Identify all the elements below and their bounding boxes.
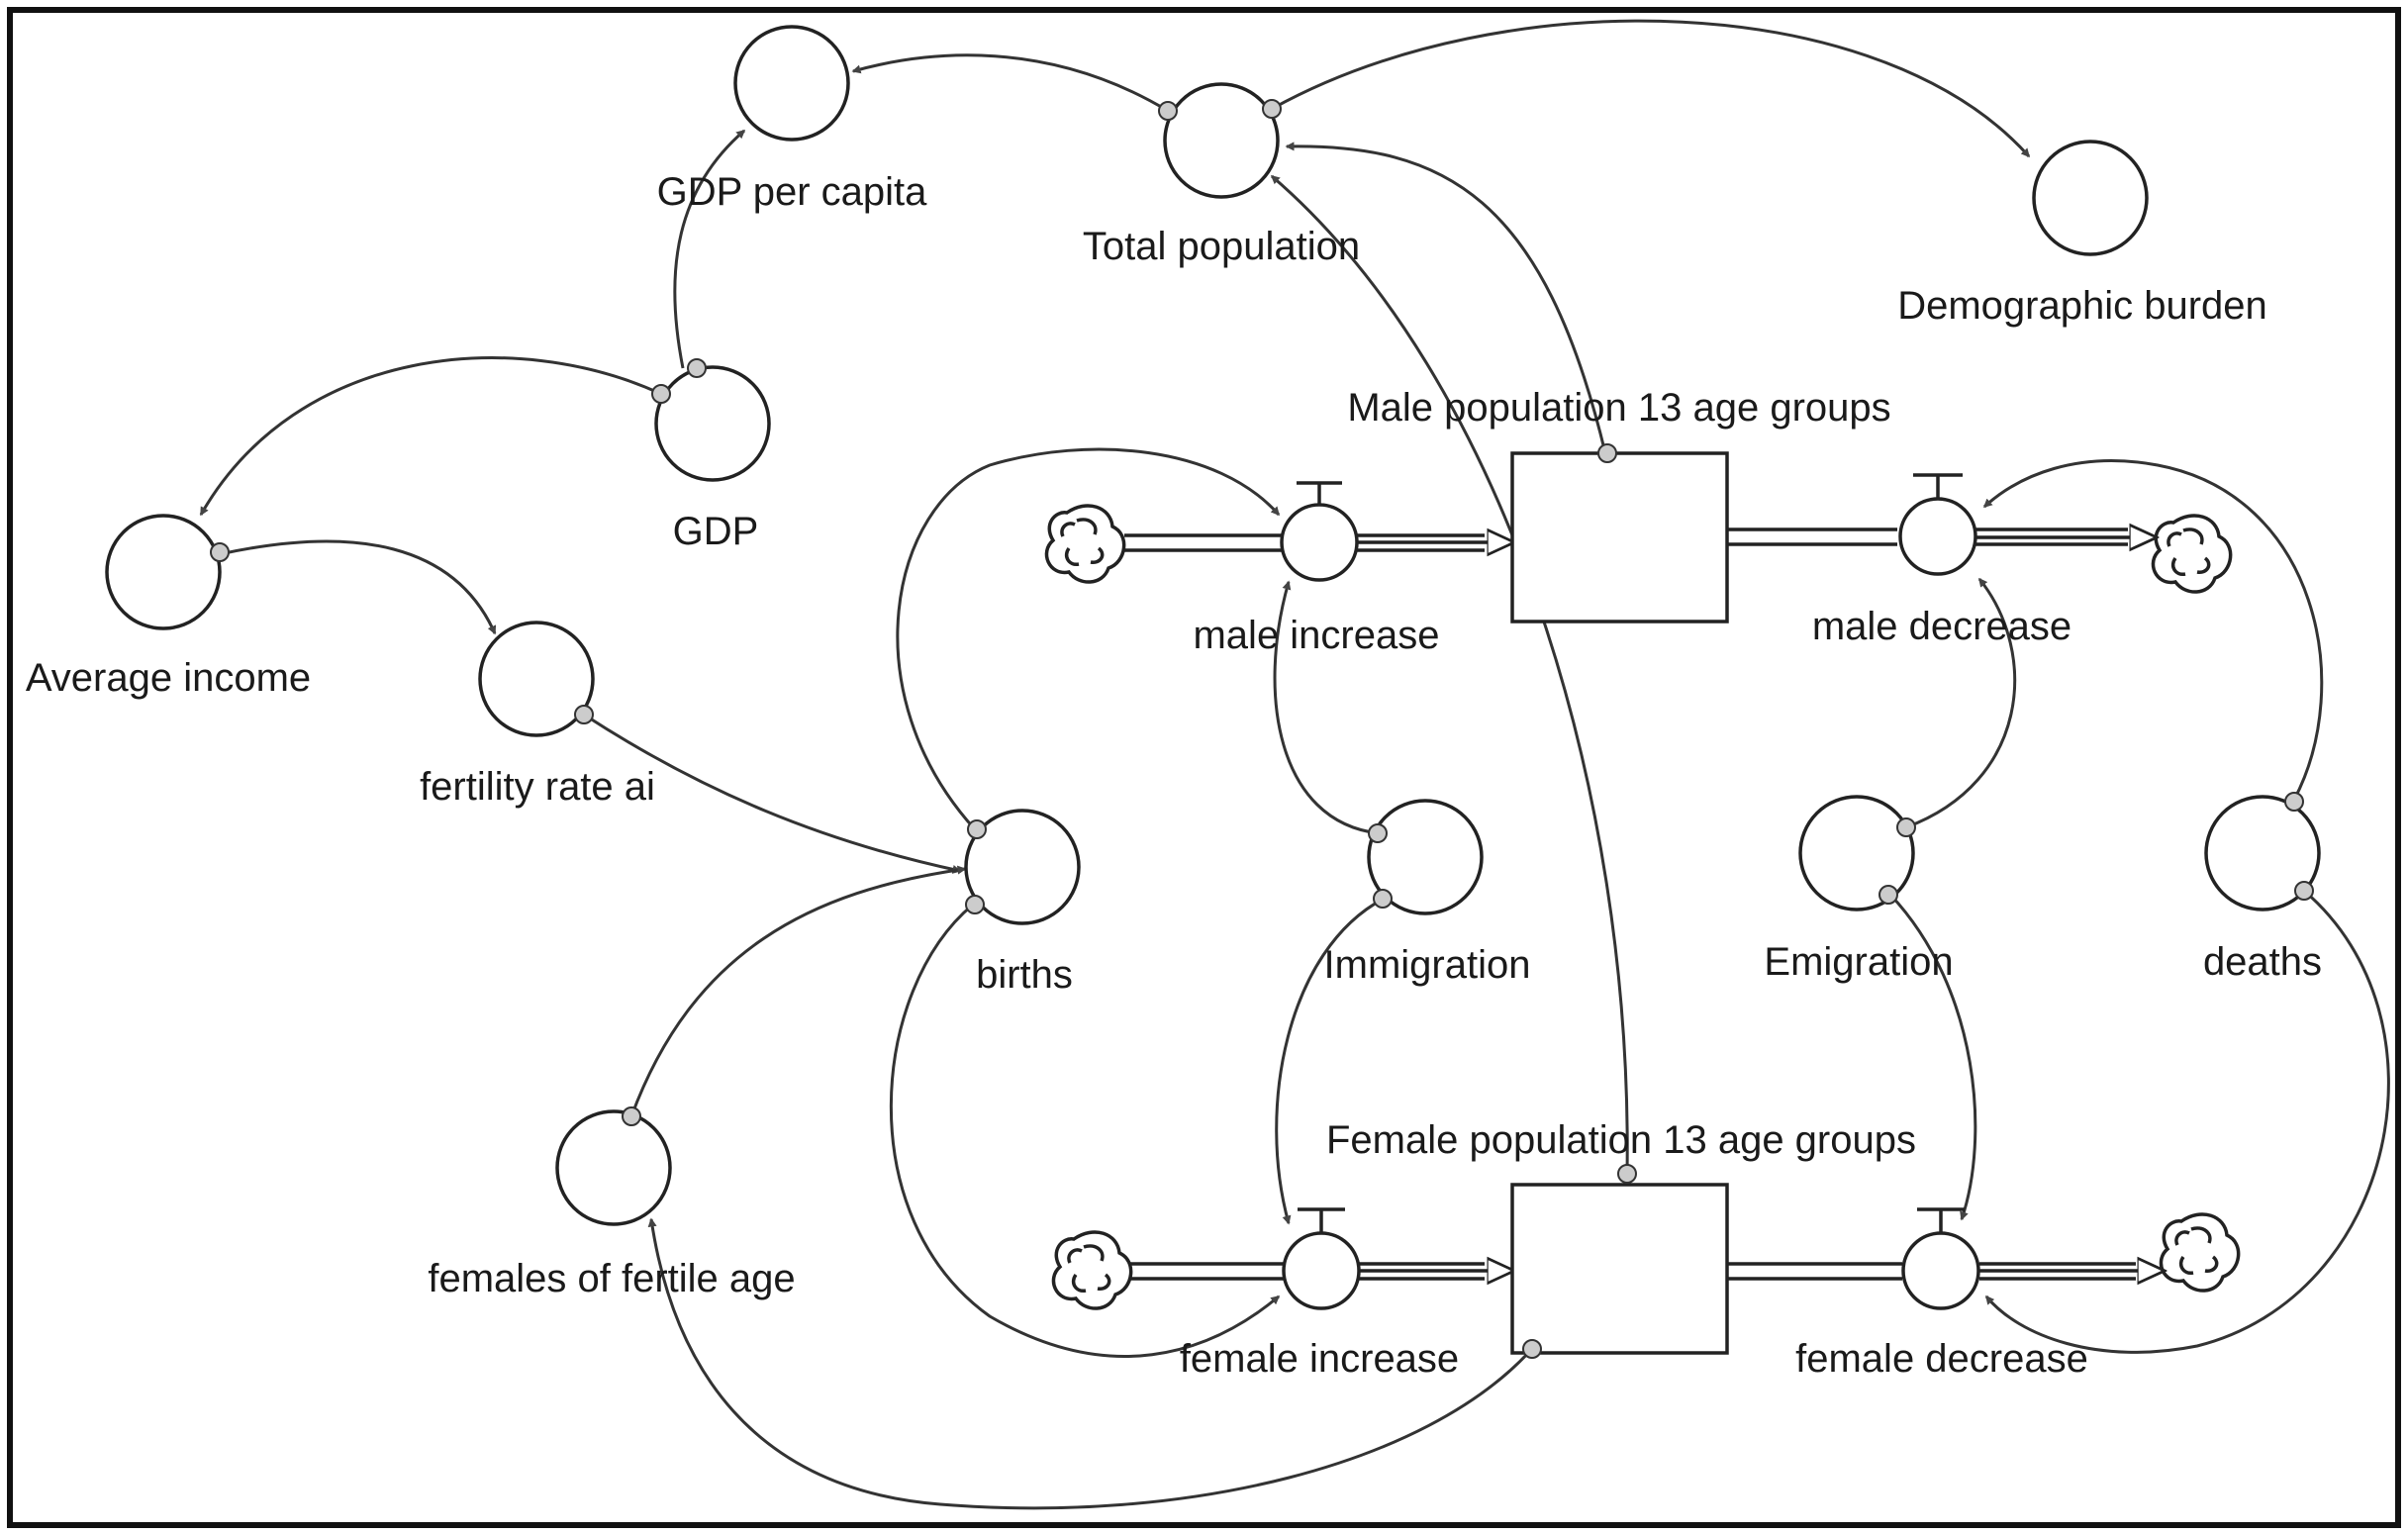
aux-demographic-burden[interactable] xyxy=(2032,140,2149,256)
stock-male-population[interactable] xyxy=(1510,451,1729,624)
link-female-femalesfertile xyxy=(647,1217,1532,1510)
label-male-decrease: male decrease xyxy=(1812,605,2071,648)
aux-immigration[interactable] xyxy=(1367,799,1484,915)
link-females-births xyxy=(629,865,967,1117)
aux-emigration[interactable] xyxy=(1798,795,1915,911)
aux-fertility-rate[interactable] xyxy=(478,621,595,737)
label-emigration: Emigration xyxy=(1764,940,1953,984)
label-gdp-per-capita: GDP per capita xyxy=(657,170,927,214)
pipe-female-inflow-a xyxy=(1130,1262,1284,1281)
valve-female-increase[interactable] xyxy=(1282,1207,1361,1310)
causal-links xyxy=(199,19,2390,1510)
label-fertility-rate: fertility rate ai xyxy=(420,765,655,809)
label-female-population: Female population 13 age groups xyxy=(1326,1118,1916,1162)
pipe-male-outflow-a xyxy=(1727,528,1897,546)
link-emigration-femaledecrease xyxy=(1888,893,1977,1221)
aux-gdp-per-capita[interactable] xyxy=(733,25,850,142)
label-deaths: deaths xyxy=(2203,940,2322,984)
pipe-male-inflow-b2 xyxy=(1356,533,1485,552)
label-gdp: GDP xyxy=(673,510,759,553)
stock-female-population[interactable] xyxy=(1510,1183,1729,1355)
link-emigration-maledecrease xyxy=(1905,577,2017,829)
link-births-maleincrease xyxy=(896,447,1281,831)
label-average-income: Average income xyxy=(26,656,311,700)
link-immigration-femaleincrease xyxy=(1275,897,1385,1225)
link-births-femaleincrease xyxy=(889,903,1281,1358)
link-fertility-births xyxy=(583,713,962,874)
label-male-population: Male population 13 age groups xyxy=(1347,386,1890,430)
valve-male-increase[interactable] xyxy=(1280,481,1359,582)
link-deaths-maledecrease xyxy=(1982,459,2324,801)
connector-dots xyxy=(210,99,2314,1359)
label-female-decrease: female decrease xyxy=(1795,1337,2088,1381)
label-females-fertile-age: females of fertile age xyxy=(428,1257,795,1300)
label-female-increase: female increase xyxy=(1180,1337,1459,1381)
label-immigration: Immigration xyxy=(1324,943,1531,987)
valve-male-decrease[interactable] xyxy=(1898,473,1977,576)
valve-female-decrease[interactable] xyxy=(1901,1207,1980,1310)
label-demographic-burden: Demographic burden xyxy=(1897,284,2267,328)
cloud-male-sink xyxy=(2151,514,2233,594)
label-male-increase: male increase xyxy=(1193,614,1439,657)
link-totalpop-burden xyxy=(1271,19,2031,158)
pipe-female-outflow-a xyxy=(1727,1262,1902,1281)
link-male-totalpop xyxy=(1285,142,1607,454)
link-immigration-maleincrease xyxy=(1273,580,1380,835)
label-births: births xyxy=(976,953,1073,997)
cloud-male-source xyxy=(1044,504,1126,584)
link-female-totalpop xyxy=(1270,174,1629,1175)
link-gdp-avgincome xyxy=(199,356,662,517)
pipe-male-outflow-b2 xyxy=(1975,528,2128,546)
link-deaths-femaledecrease xyxy=(1984,889,2390,1354)
cloud-female-sink xyxy=(2159,1212,2241,1293)
aux-average-income[interactable] xyxy=(105,514,222,630)
diagram-frame xyxy=(7,7,2401,1528)
label-total-population: Total population xyxy=(1083,225,1360,268)
aux-births[interactable] xyxy=(964,809,1081,925)
pipe-female-outflow-b2 xyxy=(1979,1262,2136,1281)
link-totalpop-gdppercapita xyxy=(851,53,1169,113)
aux-gdp[interactable] xyxy=(654,365,771,482)
pipe-female-inflow-b2 xyxy=(1358,1262,1485,1281)
aux-deaths[interactable] xyxy=(2204,795,2321,911)
aux-total-population[interactable] xyxy=(1163,82,1280,199)
flow-pipes xyxy=(1124,529,2163,1279)
cloud-female-source xyxy=(1051,1230,1133,1310)
link-gdp-gdppercapita xyxy=(673,129,746,369)
aux-females-fertile-age[interactable] xyxy=(555,1109,672,1226)
link-avgincome-fertility xyxy=(219,539,497,635)
pipe-male-inflow-a xyxy=(1124,533,1282,552)
